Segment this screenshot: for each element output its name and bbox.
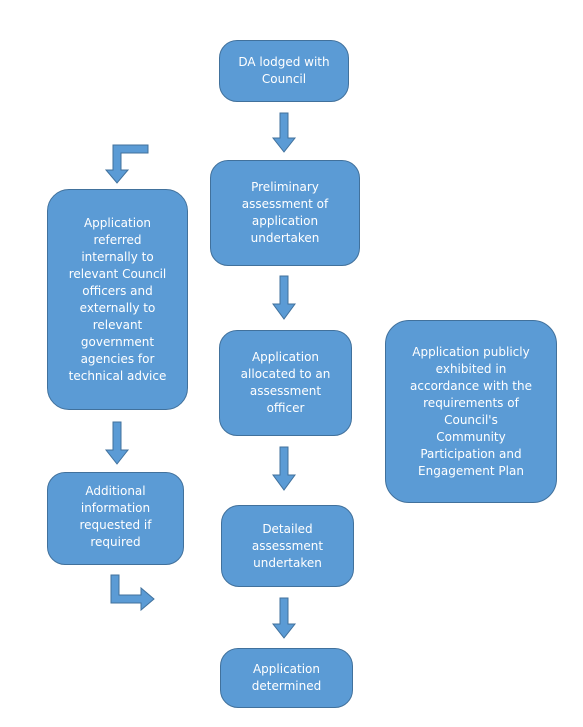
node-preliminary-assessment-label: Preliminary assessment of application un…: [241, 180, 329, 245]
bent-right-arrow-icon: [110, 574, 155, 612]
down-arrow-icon: [272, 275, 296, 320]
node-detailed-assessment: Detailed assessment undertaken: [221, 505, 354, 587]
node-detailed-assessment-label: Detailed assessment undertaken: [251, 521, 324, 570]
node-preliminary-assessment: Preliminary assessment of application un…: [210, 160, 360, 266]
node-referred-for-technical-advice: Application referred internally to relev…: [47, 189, 188, 410]
bent-down-arrow-icon: [104, 144, 149, 184]
node-additional-information-label: Additional information requested if requ…: [79, 484, 152, 549]
node-public-exhibition-label: Application publicly exhibited in accord…: [410, 344, 532, 478]
node-allocated-to-officer: Application allocated to an assessment o…: [219, 330, 352, 436]
down-arrow-icon: [271, 112, 297, 153]
down-arrow-icon: [271, 597, 297, 639]
node-allocated-to-officer-label: Application allocated to an assessment o…: [240, 350, 331, 415]
node-da-lodged: DA lodged with Council: [219, 40, 349, 102]
down-arrow-icon: [104, 421, 130, 465]
node-application-determined: Application determined: [220, 648, 353, 708]
down-arrow-icon: [272, 446, 296, 491]
node-referred-for-technical-advice-label: Application referred internally to relev…: [68, 215, 167, 383]
node-application-determined-label: Application determined: [251, 662, 322, 693]
node-da-lodged-label: DA lodged with Council: [238, 55, 330, 86]
node-public-exhibition: Application publicly exhibited in accord…: [385, 320, 557, 503]
node-additional-information: Additional information requested if requ…: [47, 472, 184, 565]
